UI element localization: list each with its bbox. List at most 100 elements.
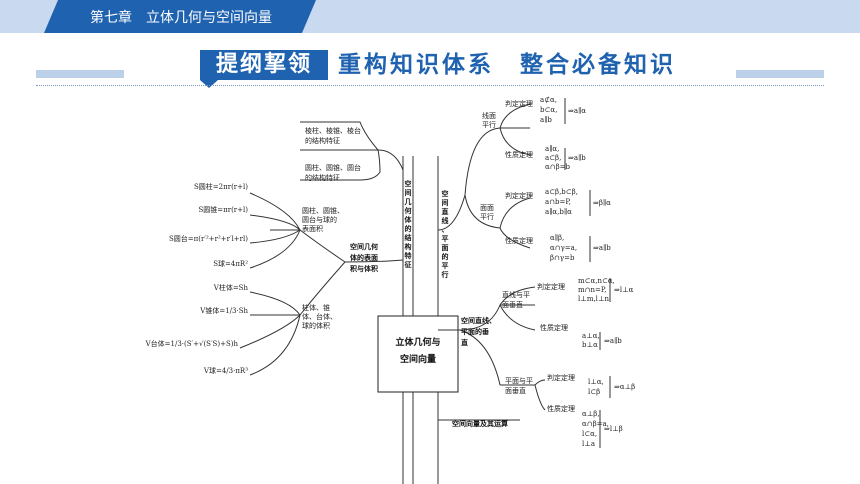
vector-label: 空间向量及其运算: [452, 419, 508, 428]
lp-prop-r: ⇒a∥b: [568, 154, 586, 162]
pp-judge-f2: a∩b=P,: [545, 198, 571, 206]
center-node-box: [377, 315, 459, 393]
perp-label-1: 空间直线、: [461, 316, 496, 325]
area-label-3: 表面积: [302, 224, 323, 233]
lpp-judge-f2: m∩n=P,: [578, 286, 606, 294]
ppp-judge-f2: l⊂β: [588, 388, 600, 396]
svg-text:几: 几: [405, 197, 412, 206]
lpp-prop-f2: b⊥α: [582, 341, 598, 349]
volume-label-1: 柱体、锥: [302, 303, 330, 312]
lp-judge-f3: a∥b: [540, 116, 552, 124]
cylinder-label-2: 的结构特征: [305, 173, 340, 182]
svg-text:特: 特: [405, 251, 412, 260]
area-label-1: 圆柱、圆锥、: [302, 206, 344, 215]
pp-prop-f2: α∩γ=a,: [550, 244, 577, 252]
svg-text:何: 何: [405, 206, 412, 215]
lp-judge: 判定定理: [505, 99, 533, 108]
svg-text:间: 间: [442, 198, 449, 207]
svg-text:空: 空: [442, 189, 449, 198]
title-dotted-rule: [36, 85, 824, 86]
pp-prop-f3: β∩γ=b: [550, 254, 575, 262]
formula-s-sphere: S球=4πR²: [213, 259, 248, 268]
lp-parallel-1: 线面: [482, 111, 496, 120]
ppp-judge-f1: l⊥α,: [588, 378, 604, 386]
perp-label-3: 直: [461, 338, 468, 347]
volume-label-3: 球的体积: [302, 321, 330, 330]
pp-judge: 判定定理: [505, 191, 533, 200]
perp-label-2: 平面的垂: [461, 327, 489, 336]
formula-v-prism: V柱体=Sh: [213, 283, 249, 292]
lp-judge-r: ⇒a∥α: [568, 107, 586, 115]
lpp-prop-r: ⇒a∥b: [604, 337, 622, 345]
formula-v-frustum: V台体=1/3·(S′+√(S′S)+S)h: [145, 339, 239, 348]
svg-text:、: 、: [442, 225, 449, 234]
ppp-prop-r: ⇒l⊥β: [604, 425, 623, 433]
pp-judge-r: ⇒β∥α: [593, 199, 611, 207]
surface-label-2: 体的表面: [350, 253, 378, 262]
lpp-prop: 性质定理: [540, 323, 568, 332]
formula-s-cone: S圆锥=πr(r+l): [198, 205, 248, 214]
cylinder-label-1: 圆柱、圆锥、圆台: [305, 163, 361, 172]
formula-v-sphere: V球=4/3·πR³: [203, 366, 248, 375]
left-deco-bar: [36, 70, 124, 78]
svg-text:征: 征: [404, 260, 412, 269]
ppp-prop-f1: α⊥β,: [582, 410, 600, 418]
lpp-prop-f1: a⊥α,: [582, 332, 600, 340]
ppp-prop: 性质定理: [547, 404, 575, 413]
formula-v-pyramid: V锥体=1/3·Sh: [199, 306, 248, 315]
svg-text:的: 的: [405, 224, 412, 233]
svg-text:行: 行: [441, 270, 449, 279]
center-line2: 空间向量: [400, 353, 436, 365]
svg-text:直: 直: [442, 207, 449, 216]
chapter-tab[interactable]: [44, 0, 316, 33]
svg-text:结: 结: [404, 233, 412, 242]
ppp-judge: 判定定理: [547, 373, 575, 382]
section-title: 重构知识体系 整合必备知识: [338, 52, 676, 78]
pp-prop: 性质定理: [505, 236, 533, 245]
ppp-label-2: 面垂直: [505, 386, 526, 395]
pp-parallel-1: 面面: [480, 204, 494, 212]
lpp-label-2: 面垂直: [502, 300, 523, 309]
pp-parallel-2: 平行: [480, 212, 494, 221]
prism-label-2: 的结构特征: [305, 136, 340, 145]
ppp-label-1: 平面与平: [505, 377, 533, 385]
svg-text:平: 平: [442, 234, 449, 243]
ppp-prop-f4: l⊥a: [582, 440, 595, 448]
volume-label-2: 体、台体、: [302, 312, 337, 321]
surface-label-1: 空间几何: [350, 242, 378, 251]
lp-judge-f1: a⊄α,: [540, 96, 557, 104]
prism-label-1: 棱柱、棱锥、棱台: [305, 126, 361, 135]
ppp-prop-f3: l⊂α,: [582, 430, 597, 438]
svg-text:平: 平: [442, 261, 449, 270]
formula-s-cylinder: S圆柱=2πr(r+l): [194, 182, 248, 191]
lpp-judge: 判定定理: [537, 282, 565, 291]
lp-prop-f3: α∩β=b: [545, 163, 571, 171]
lp-parallel-2: 平行: [482, 120, 496, 129]
lpp-judge-r: ⇒l⊥α: [614, 286, 634, 294]
svg-text:面: 面: [442, 243, 449, 252]
lpp-label-1: 直线与平: [502, 290, 530, 299]
svg-text:间: 间: [405, 188, 412, 197]
pp-prop-f1: α∥β,: [550, 234, 564, 242]
lp-judge-f2: b⊂α,: [540, 106, 557, 114]
formula-s-frustum: S圆台=π(r′²+r²+r′l+rl): [169, 234, 248, 243]
pp-judge-f3: a∥α,b∥α: [545, 208, 572, 216]
badge-pointer: [200, 80, 218, 88]
ppp-judge-r: ⇒α⊥β: [614, 383, 635, 391]
structure-vertical-label: 空 间 几 何 体 的 结 构 特 征: [404, 179, 413, 269]
lp-prop: 性质定理: [505, 150, 533, 159]
ppp-prop-f2: α∩β=a,: [582, 420, 609, 428]
area-label-2: 圆台与球的: [302, 215, 337, 224]
svg-text:线: 线: [442, 216, 449, 225]
center-line1: 立体几何与: [395, 336, 440, 348]
section-title-row: 提纲挈领 重构知识体系 整合必备知识: [0, 50, 860, 90]
section-badge: 提纲挈领: [200, 50, 328, 80]
lpp-judge-f3: l⊥m,l⊥n: [578, 295, 610, 303]
lp-prop-f2: a⊂β,: [545, 154, 561, 162]
svg-text:体: 体: [405, 215, 413, 224]
pp-prop-r: ⇒a∥b: [593, 244, 611, 252]
lpp-judge-f1: m⊂α,n⊂α,: [578, 277, 615, 285]
right-deco-bar: [736, 70, 824, 78]
chapter-title: 第七章 立体几何与空间向量: [90, 10, 272, 26]
